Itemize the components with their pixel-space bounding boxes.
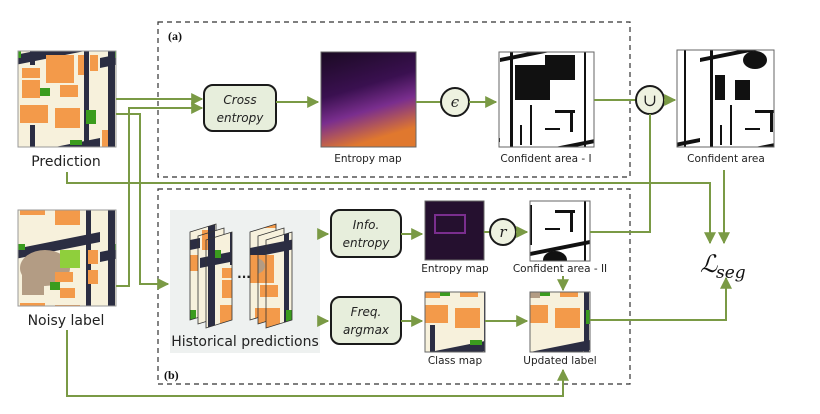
confident-area-label: Confident area (687, 153, 765, 165)
union-symbol: ∪ (643, 91, 657, 111)
updated-label-text: Updated label (523, 355, 596, 367)
segmentation-loss: ℒ seg (700, 250, 746, 283)
confident-area-1-label: Confident area - I (500, 153, 591, 165)
panel-b-tag: (b) (164, 368, 179, 382)
prediction-node: Prediction (17, 50, 117, 170)
epsilon-symbol: ϵ (451, 93, 460, 111)
entropy-map-a-image (320, 51, 417, 148)
loss-subscript: seg (716, 263, 746, 283)
prediction-label: Prediction (31, 154, 101, 170)
flow-updated-to-loss (590, 276, 732, 321)
confident-area-image (676, 49, 775, 148)
historical-stack-1 (189, 223, 233, 329)
entropy-map-b-image (424, 200, 485, 261)
historical-predictions-label: Historical predictions (171, 334, 319, 350)
flow-noisylabel-to-updated (66, 330, 569, 397)
confident-area-2-image (529, 200, 591, 262)
flow-prediction-to-historical (116, 113, 170, 290)
class-map-label: Class map (428, 355, 483, 367)
cross-entropy-line2: entropy (217, 111, 265, 125)
confident-area-2-label: Confident area - II (513, 263, 607, 275)
updated-label-image (529, 291, 591, 353)
flow-prediction-to-loss (66, 172, 716, 245)
cross-entropy-line1: Cross (223, 93, 256, 107)
info-entropy-line1: Info. (353, 218, 380, 232)
prediction-image (17, 50, 117, 148)
loss-symbol: ℒ (700, 250, 718, 278)
historical-stack-2 (249, 223, 293, 329)
r-symbol: r (499, 223, 507, 241)
noisy-label-node: Noisy label (17, 209, 117, 329)
entropy-map-b-label: Entropy map (421, 263, 489, 275)
confident-area-1-image (498, 51, 595, 148)
noisy-label-image (17, 209, 117, 307)
flow-conf2-to-union (590, 114, 651, 233)
cross-entropy-box (203, 84, 277, 132)
class-map-image (424, 291, 486, 353)
info-entropy-line2: entropy (343, 236, 391, 250)
entropy-map-b-detail (434, 214, 466, 234)
flow-noisylabel-to-cross-entropy (116, 102, 204, 287)
entropy-map-a-label: Entropy map (334, 153, 402, 165)
freq-argmax-line2: argmax (343, 323, 390, 337)
panel-a-tag: (a) (168, 29, 182, 43)
noisy-label-text: Noisy label (28, 313, 105, 329)
historical-ellipsis: ... (237, 267, 251, 281)
freq-argmax-line1: Freq. (351, 305, 382, 319)
